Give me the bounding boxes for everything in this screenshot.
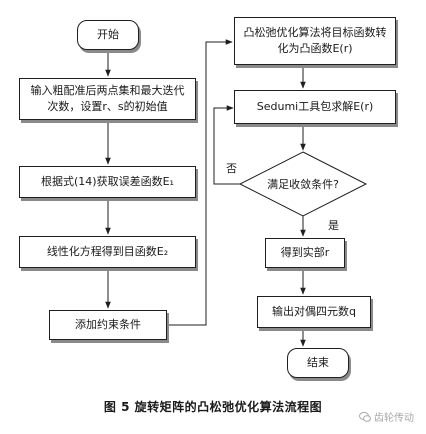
convexify-label: 凸松弛优化算法将目标函数转化为凸函数E(r) [243, 26, 387, 55]
end-label: 结束 [307, 356, 329, 369]
error-func-label: 根据式(14)获取误差函数E₁ [41, 175, 174, 188]
no-label: 否 [226, 162, 237, 175]
converge-label: 满足收敛条件? [267, 178, 339, 191]
start-label: 开始 [97, 28, 119, 41]
watermark-text: 齿轮传动 [374, 413, 414, 424]
output-label: 输出对偶四元数q [272, 305, 356, 318]
input-label: 输入粗配准后两点集和最大迭代次数，设置r、s的初始值 [30, 84, 185, 113]
linearize-node: 线性化方程得到目函数E₂ [19, 236, 196, 268]
error-func-node: 根据式(14)获取误差函数E₁ [19, 166, 196, 198]
real-part-label: 得到实部r [280, 246, 330, 259]
start-node: 开始 [77, 20, 139, 50]
constraint-node: 添加约束条件 [49, 310, 167, 340]
sedumi-node: Sedumi工具包求解E(r) [234, 90, 396, 124]
convexify-node: 凸松弛优化算法将目标函数转化为凸函数E(r) [234, 17, 396, 65]
input-node: 输入粗配准后两点集和最大迭代次数，设置r、s的初始值 [19, 78, 196, 120]
linearize-label: 线性化方程得到目函数E₂ [46, 245, 169, 258]
watermark: 齿轮传动 [359, 409, 414, 424]
edge-converge-no [213, 105, 240, 185]
yes-label: 是 [328, 219, 339, 232]
chat-bubble-icon [359, 411, 371, 422]
real-part-node: 得到实部r [265, 238, 345, 268]
edge-constraint-convexify [168, 39, 233, 326]
end-node: 结束 [287, 348, 349, 378]
sedumi-label: Sedumi工具包求解E(r) [256, 100, 374, 113]
constraint-label: 添加约束条件 [75, 318, 141, 331]
output-node: 输出对偶四元数q [257, 296, 371, 328]
figure-caption: 图 5 旋转矩阵的凸松弛优化算法流程图 [103, 400, 323, 414]
